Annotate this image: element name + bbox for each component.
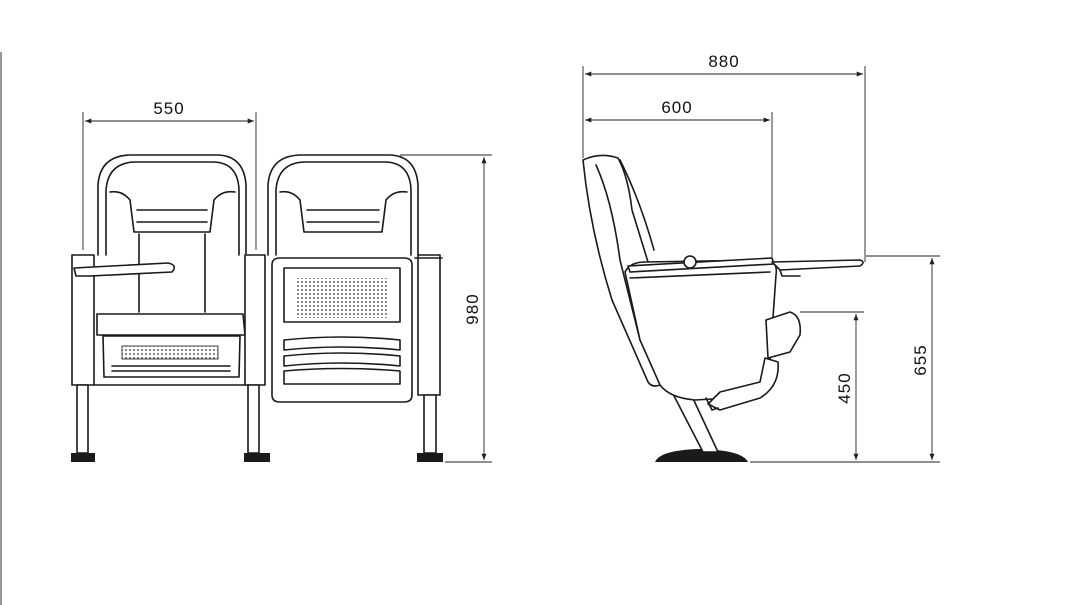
dimension-side-seat-height: 450 xyxy=(750,311,940,463)
dimension-label-550: 550 xyxy=(153,99,184,118)
front-view: 550 980 xyxy=(71,99,492,463)
front-chair-left xyxy=(71,154,270,462)
dimension-label-600: 600 xyxy=(661,98,692,117)
dimension-side-depth-total: 880 xyxy=(582,52,866,262)
dimension-side-depth-seat: 600 xyxy=(585,98,773,258)
front-chair-right xyxy=(267,154,443,462)
side-view: 880 600 450 655 xyxy=(582,52,940,463)
dimension-side-armrest-height: 655 xyxy=(866,255,940,460)
dimension-front-width: 550 xyxy=(82,99,257,250)
dimension-label-450: 450 xyxy=(835,372,854,403)
dimension-label-655: 655 xyxy=(911,344,930,375)
dimension-label-980: 980 xyxy=(463,293,482,324)
dimension-front-height: 980 xyxy=(400,154,492,463)
dimension-label-880: 880 xyxy=(708,52,739,71)
side-chair xyxy=(582,154,864,462)
